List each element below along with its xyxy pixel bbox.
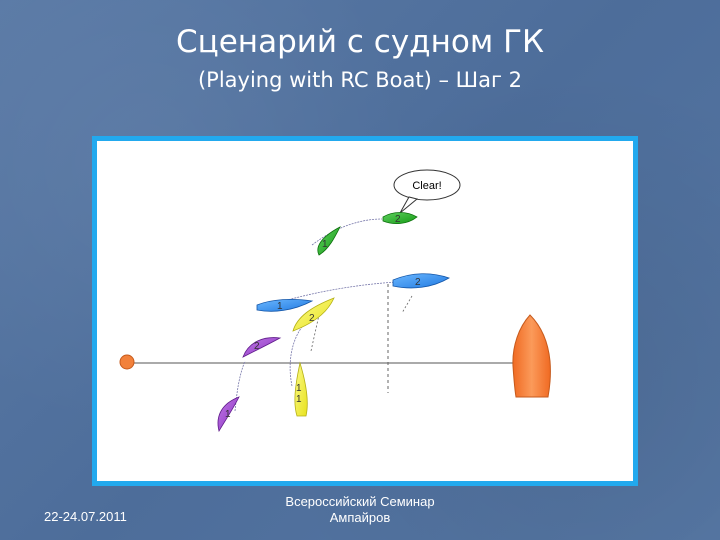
race-diagram: Clear! 2 1 2 1 2 1 1 [119,169,551,433]
green-boat-2: 2 [382,212,418,225]
footer-line-1: Всероссийский Семинар [285,494,435,509]
rc-boat [512,314,551,398]
track-green [311,218,383,246]
svg-text:2: 2 [254,341,260,352]
purple-boat-2: 2 [242,337,282,358]
green-boat-1: 1 [317,226,341,256]
yellow-boat-1: 1 1 [294,361,308,417]
footer-line-2: Ампайров [329,510,391,525]
pin-buoy [119,354,135,370]
svg-text:1: 1 [277,301,283,312]
blue-boat-1: 1 [256,298,314,312]
svg-text:1: 1 [296,383,302,394]
svg-text:2: 2 [415,277,421,288]
yellow-boat-2: 2 [292,297,335,332]
svg-text:1: 1 [296,394,302,405]
track-blue [276,281,398,304]
slide-subtitle: (Playing with RC Boat) – Шаг 2 [197,68,523,92]
track-purple [234,360,246,412]
footer-caption: Всероссийский Семинар Ампайров [260,494,460,526]
purple-boat-1: 1 [217,396,240,433]
svg-text:2: 2 [395,214,401,225]
svg-text:1: 1 [225,409,231,420]
blue-boat-2: 2 [392,273,450,289]
dashed-line-blue2 [401,295,413,314]
svg-text:2: 2 [309,313,315,324]
footer-date: 22-24.07.2011 [44,509,127,524]
clear-bubble: Clear! [393,169,461,214]
clear-text: Clear! [412,180,441,192]
diagram-frame: Clear! 2 1 2 1 2 1 1 [92,136,638,486]
svg-text:1: 1 [322,239,328,250]
slide-title: Сценарий с судном ГК [175,24,545,60]
